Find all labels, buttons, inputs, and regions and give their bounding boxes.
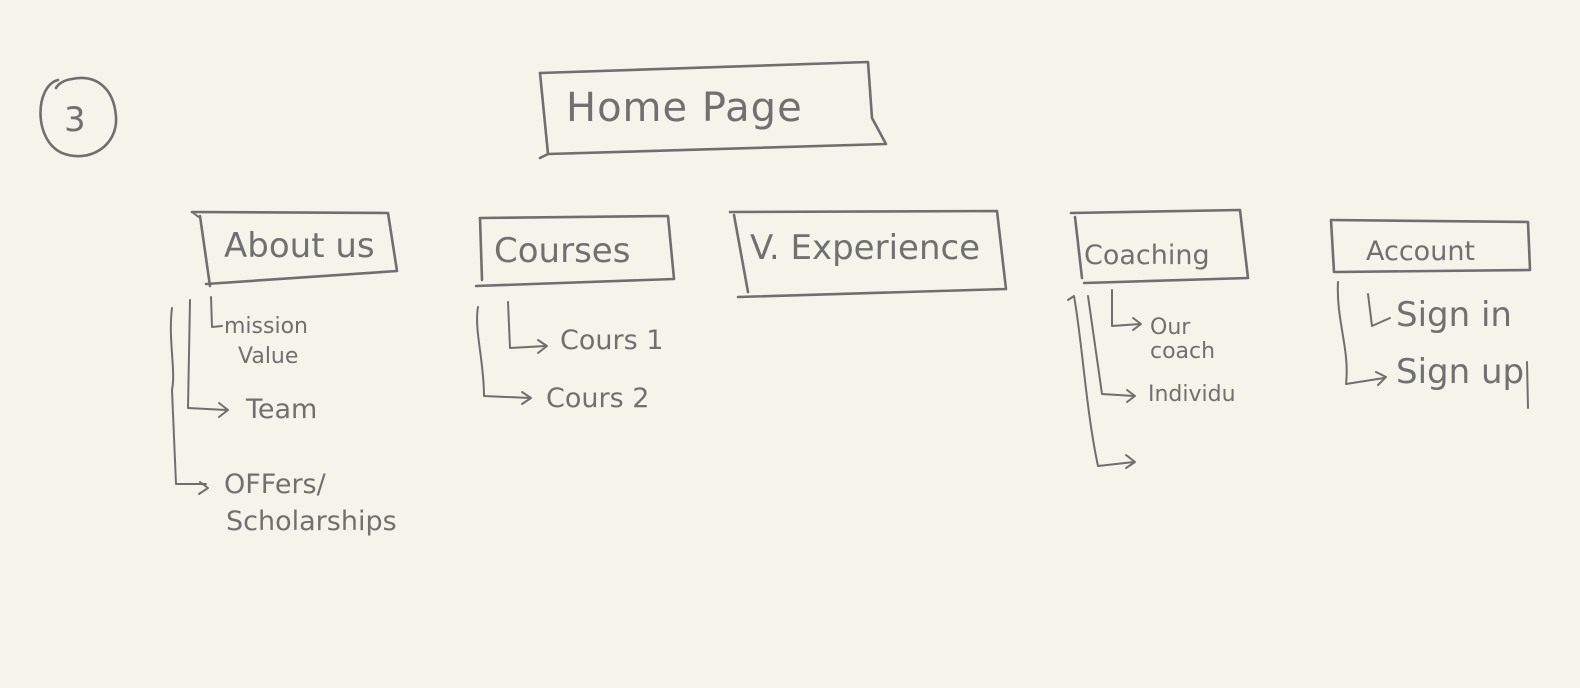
account-children: Sign in Sign up: [1336, 281, 1529, 409]
account-node: Account: [1329, 218, 1532, 274]
courses-label: Courses: [494, 231, 630, 271]
page-number-badge: 3: [39, 76, 118, 158]
coaching-children: Our coach Individu: [1067, 289, 1236, 469]
about-us-children: mission Value Team OFFers/ Scholarships: [169, 296, 397, 537]
course-2-item: Cours 2: [546, 383, 649, 414]
coach-item: coach: [1150, 339, 1215, 364]
offers-item: OFFers/: [224, 469, 327, 500]
scholarships-item: Scholarships: [226, 506, 397, 537]
account-label: Account: [1366, 236, 1475, 267]
v-experience-node: V. Experience: [728, 209, 1008, 299]
courses-node: Courses: [474, 214, 676, 288]
our-item: Our: [1150, 315, 1191, 340]
courses-children: Cours 1 Cours 2: [476, 301, 663, 414]
team-item: Team: [245, 394, 317, 425]
about-us-label: About us: [224, 226, 375, 266]
mission-item: mission: [224, 314, 308, 339]
about-us-node: About us: [190, 210, 399, 288]
coaching-label: Coaching: [1084, 240, 1210, 271]
sign-up-item: Sign up: [1396, 352, 1524, 392]
individual-item: Individu: [1148, 382, 1236, 407]
home-page-label: Home Page: [566, 85, 803, 131]
course-1-item: Cours 1: [560, 325, 663, 356]
v-experience-label: V. Experience: [750, 228, 980, 268]
page-number: 3: [64, 100, 86, 140]
value-item: Value: [238, 344, 298, 369]
sign-in-item: Sign in: [1396, 295, 1512, 335]
home-page-node: Home Page: [538, 60, 888, 160]
coaching-node: Coaching: [1069, 208, 1250, 285]
